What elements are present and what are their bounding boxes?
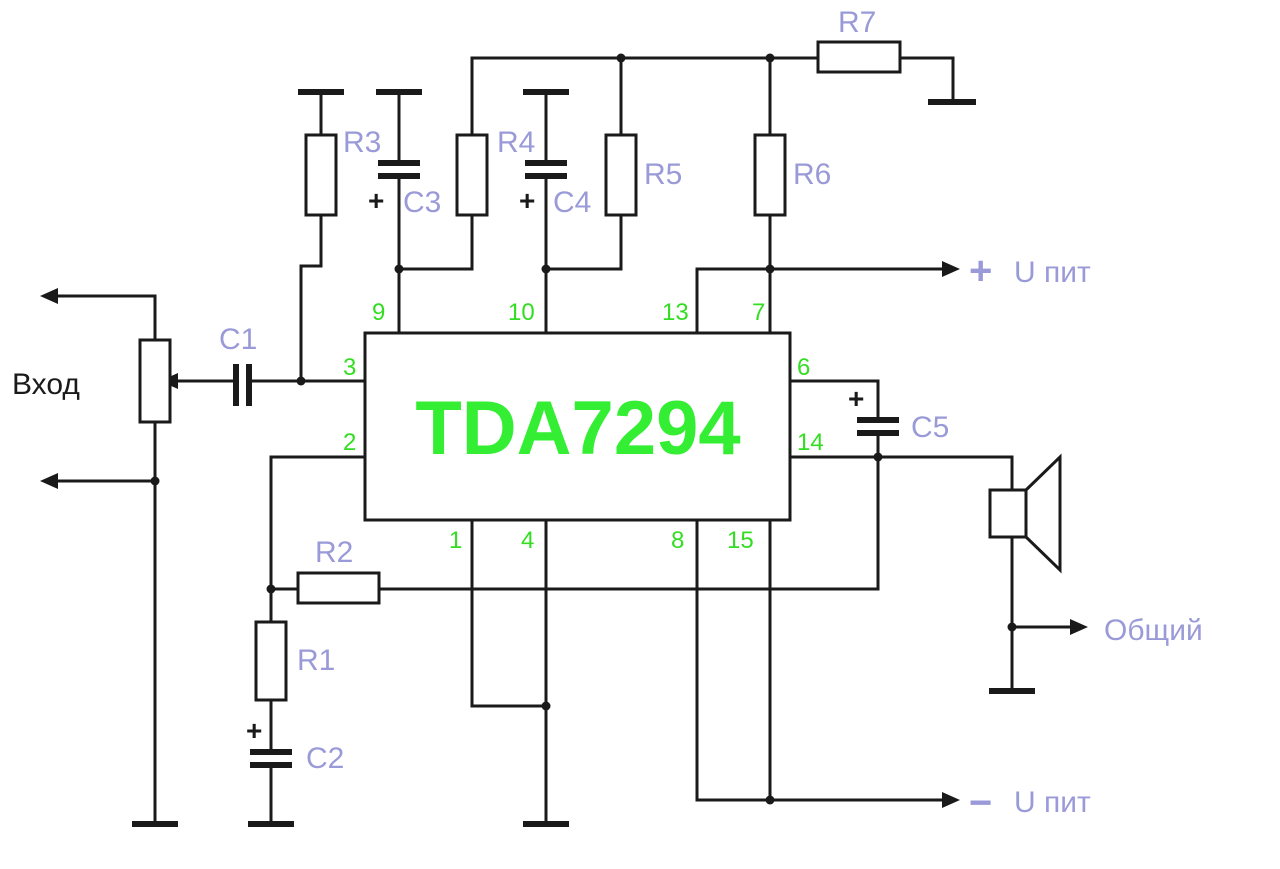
junction bbox=[296, 376, 306, 386]
resistor-r6 bbox=[753, 133, 787, 217]
label-r5: R5 bbox=[644, 158, 682, 191]
label-c3: C3 bbox=[403, 186, 441, 219]
wires bbox=[43, 56, 1072, 824]
supply-neg-arrow bbox=[942, 792, 960, 808]
junction bbox=[541, 701, 551, 711]
label-r3: R3 bbox=[343, 126, 381, 159]
pin2-wire bbox=[269, 455, 367, 624]
chip-body bbox=[363, 331, 792, 522]
component-labels: R3 R4 R5 R6 R7 R2 R1 C1 C3 C4 C5 C2 bbox=[219, 6, 949, 775]
common-arrow bbox=[1070, 619, 1088, 635]
components bbox=[138, 40, 1062, 768]
r5-lower-wire bbox=[544, 213, 623, 271]
supply-neg-label: U пит bbox=[1014, 786, 1091, 819]
pin-1: 1 bbox=[449, 527, 462, 554]
grounds bbox=[132, 89, 1035, 827]
label-c5: C5 bbox=[911, 411, 949, 444]
junction bbox=[150, 476, 160, 486]
junction bbox=[765, 53, 775, 63]
pin-8: 8 bbox=[671, 527, 684, 554]
junction bbox=[394, 264, 404, 274]
common-label: Общий bbox=[1104, 614, 1203, 647]
supply-pos-wire bbox=[695, 267, 945, 335]
label-c2: C2 bbox=[306, 742, 344, 775]
terminal-labels: Вход + U пит − U пит Общий bbox=[12, 249, 1203, 825]
r4-lower-wire bbox=[397, 213, 474, 271]
pin-10: 10 bbox=[508, 299, 535, 326]
pin1-wire bbox=[470, 518, 548, 708]
speaker-icon bbox=[988, 453, 1062, 574]
pin6-c5-wire bbox=[788, 379, 880, 422]
label-r1: R1 bbox=[297, 644, 335, 677]
polarity-c2: + bbox=[246, 715, 262, 746]
label-r2: R2 bbox=[315, 536, 353, 569]
capacitor-c2 bbox=[250, 749, 292, 768]
pin-numbers: 9 10 13 7 3 2 6 14 1 4 8 15 bbox=[343, 299, 824, 554]
junction bbox=[541, 264, 551, 274]
junction bbox=[266, 584, 276, 594]
junction bbox=[616, 53, 626, 63]
pin-14: 14 bbox=[797, 429, 824, 456]
polarity-marks: + + + + bbox=[246, 185, 864, 746]
pin-3: 3 bbox=[343, 354, 356, 381]
polarity-c3: + bbox=[368, 185, 384, 216]
resistor-r7 bbox=[816, 40, 902, 74]
label-r6: R6 bbox=[793, 158, 831, 191]
pin-6: 6 bbox=[797, 354, 810, 381]
capacitor-c1 bbox=[233, 364, 252, 406]
pin-15: 15 bbox=[727, 527, 754, 554]
input-arrow-top bbox=[40, 288, 58, 304]
label-c4: C4 bbox=[553, 186, 591, 219]
junction bbox=[765, 264, 775, 274]
resistor-r1 bbox=[254, 620, 288, 702]
resistor-r3 bbox=[304, 133, 338, 217]
pin-9: 9 bbox=[372, 299, 385, 326]
input-wire-top bbox=[43, 294, 157, 342]
input-arrow-bottom bbox=[40, 473, 58, 489]
pin-7: 7 bbox=[752, 299, 765, 326]
output-to-speaker bbox=[788, 455, 1014, 492]
resistor-r5 bbox=[604, 133, 638, 217]
junction bbox=[765, 795, 775, 805]
r3-lower-wire bbox=[299, 213, 323, 383]
chip-name: TDA7294 bbox=[415, 386, 740, 471]
pin-13: 13 bbox=[662, 299, 689, 326]
capacitor-c4 bbox=[525, 160, 567, 179]
r7-ground-wire bbox=[898, 56, 955, 104]
capacitor-c3 bbox=[378, 160, 420, 179]
junctions bbox=[150, 53, 1017, 805]
polarity-c4: + bbox=[519, 185, 535, 216]
label-r7: R7 bbox=[838, 6, 876, 39]
supply-pos-arrow bbox=[942, 261, 960, 277]
pin-4: 4 bbox=[521, 527, 534, 554]
resistor-r2 bbox=[296, 571, 381, 605]
supply-pos-label: U пит bbox=[1014, 256, 1091, 289]
junction bbox=[873, 452, 883, 462]
pin-2: 2 bbox=[343, 429, 356, 456]
top-bus bbox=[470, 56, 820, 137]
potentiometer bbox=[138, 338, 172, 424]
supply-neg-wire bbox=[695, 518, 945, 802]
junction bbox=[1007, 622, 1017, 632]
supply-neg-sign: − bbox=[969, 781, 992, 825]
input-label: Вход bbox=[12, 368, 80, 401]
label-c1: C1 bbox=[219, 323, 257, 356]
resistor-r4 bbox=[455, 133, 489, 217]
polarity-c5: + bbox=[848, 383, 864, 414]
capacitor-c5 bbox=[857, 417, 899, 436]
supply-pos-sign: + bbox=[969, 249, 992, 293]
label-r4: R4 bbox=[497, 126, 535, 159]
